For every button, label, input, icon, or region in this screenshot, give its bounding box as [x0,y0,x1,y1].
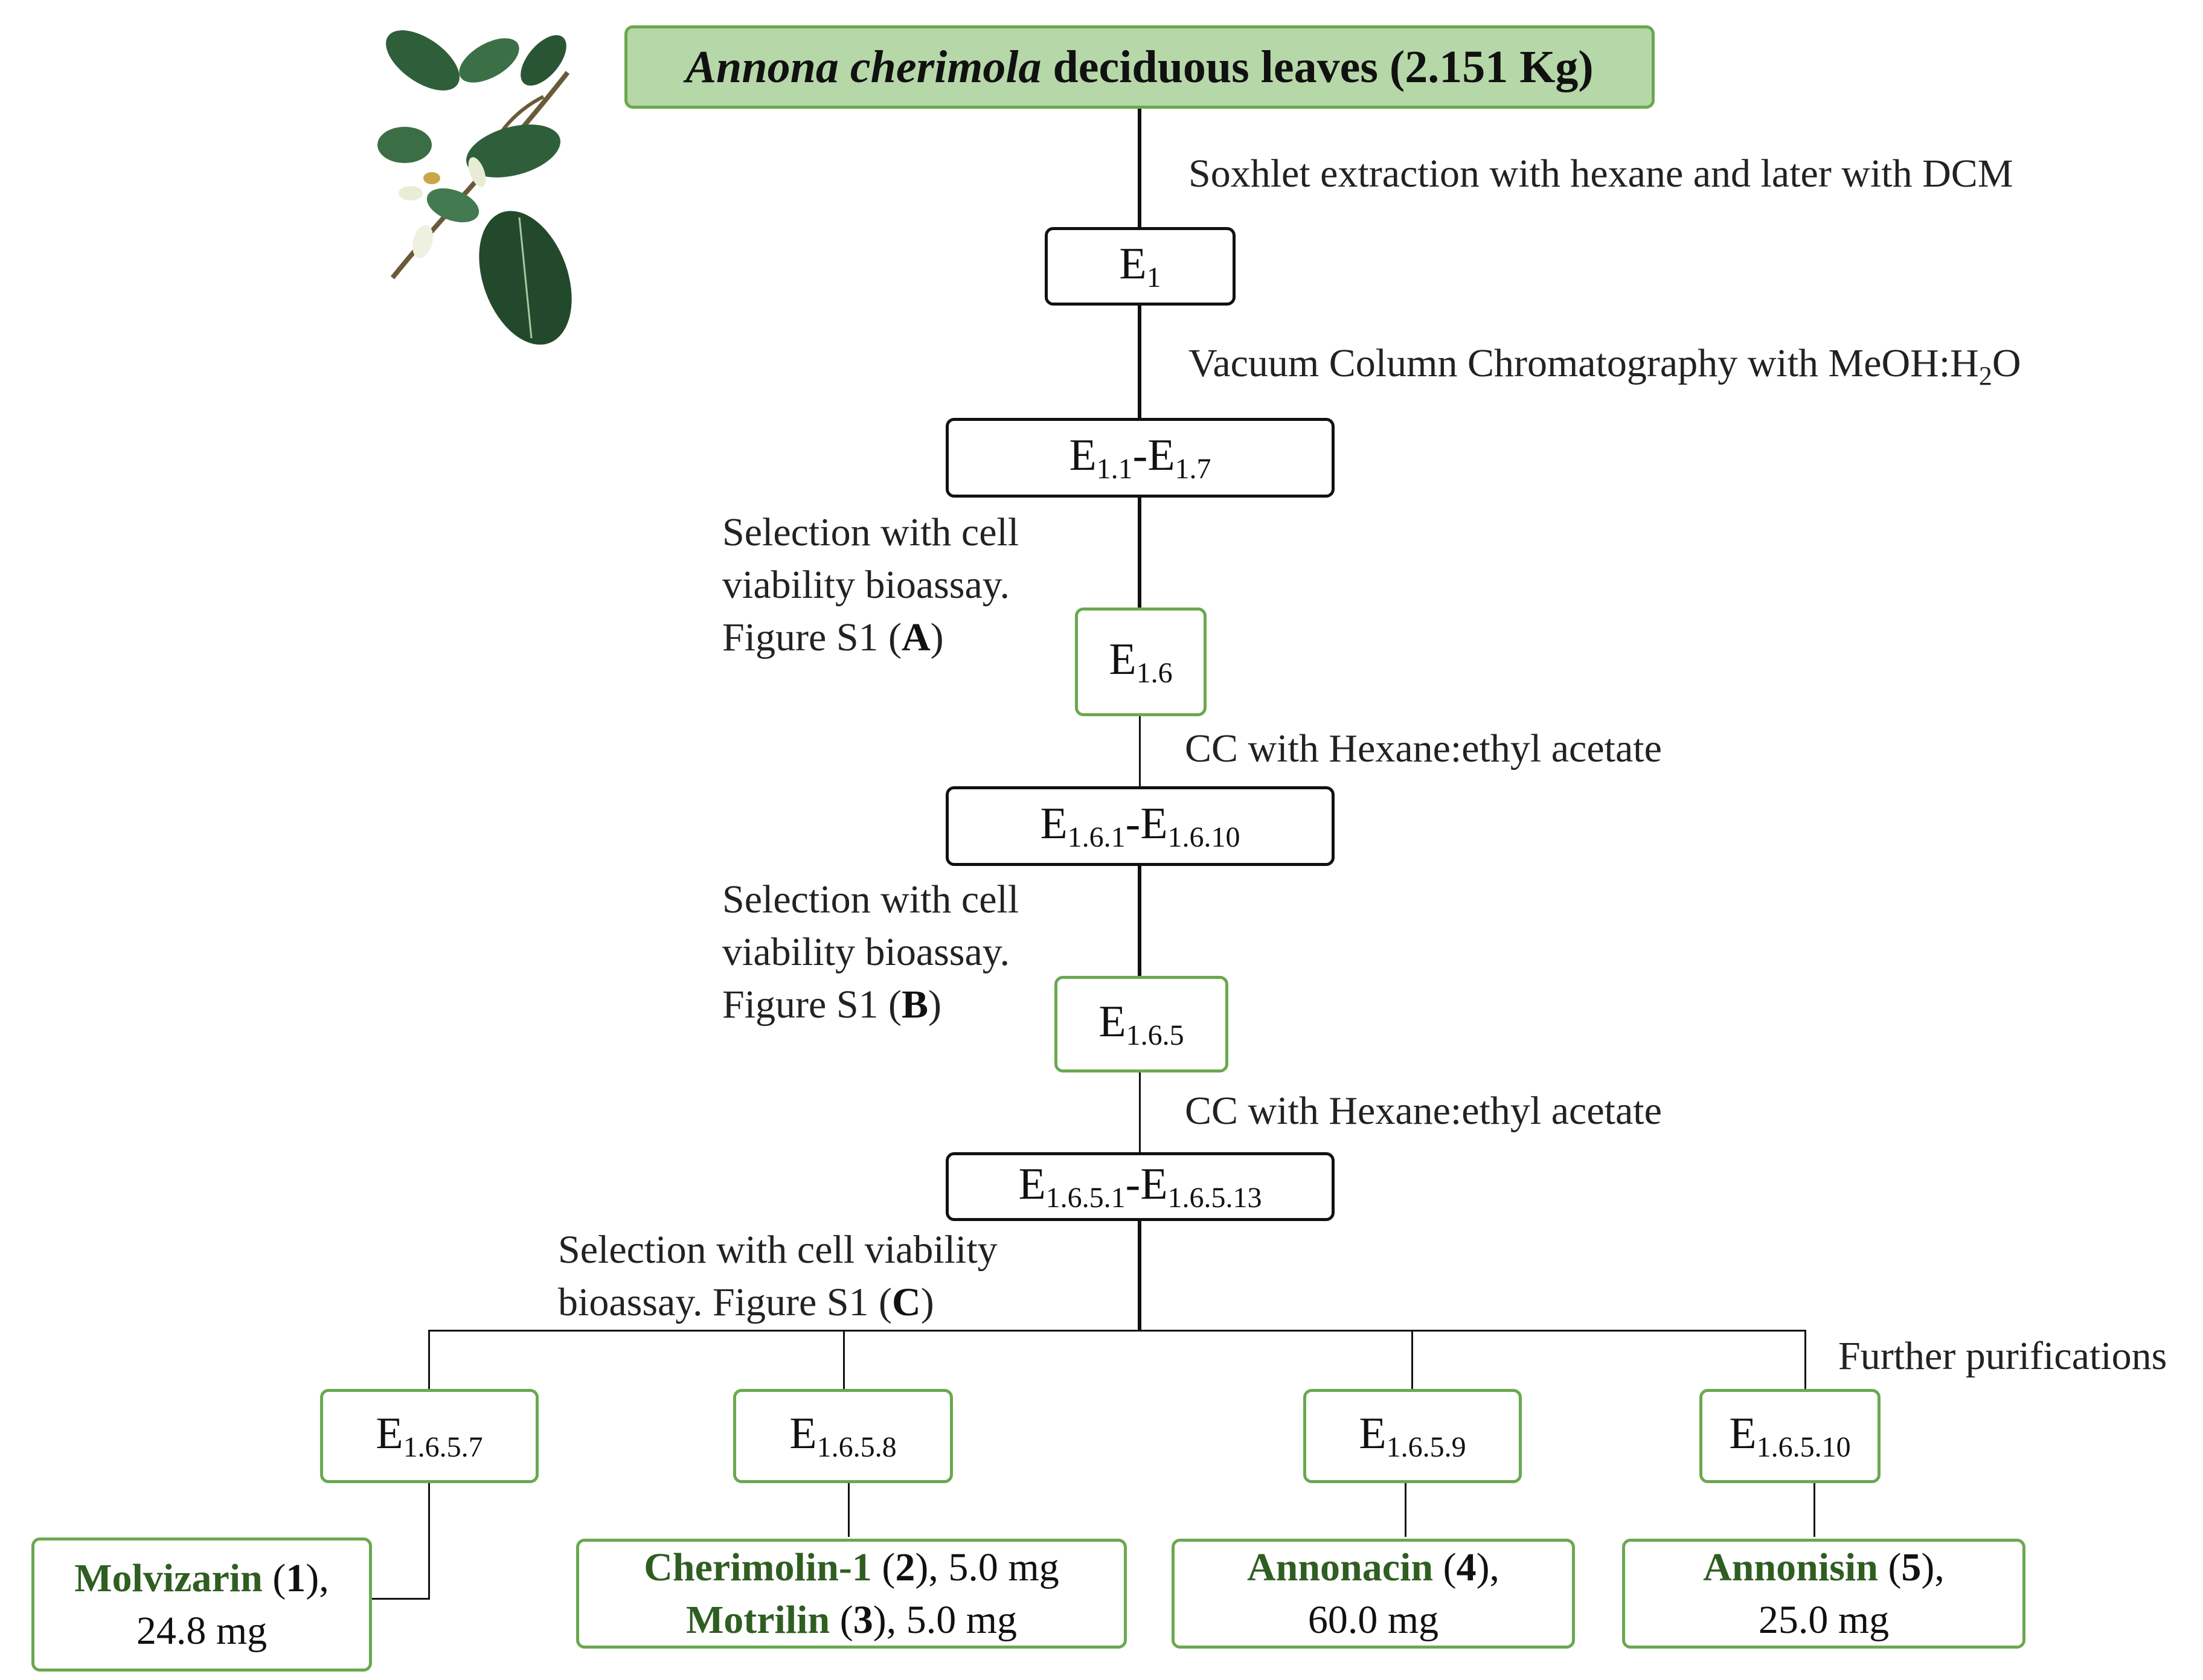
selection-label-a: Selection with cell viability bioassay. … [722,510,1019,660]
step-label-vcc: Vacuum Column Chromatography with MeOH:H… [1188,341,2021,391]
source-material-box: Annona cherimola deciduous leaves (2.151… [624,25,1655,109]
fraction-e1-6-5: E1.6.5 [1054,976,1228,1072]
source-description: deciduous leaves (2.151 Kg) [1053,41,1594,92]
fraction-e1-6-5-range: E1.6.5.1-E1.6.5.13 [946,1152,1335,1221]
compound-name: Annonacin [1246,1545,1434,1589]
fraction-e1-range: E1.1-E1.7 [946,418,1335,498]
compound-amount: 25.0 mg [1758,1598,1890,1642]
branch-line [1804,1330,1806,1390]
species-name: Annona cherimola [685,41,1042,92]
branch-line [428,1330,430,1390]
fraction-e1-6: E1.6 [1075,608,1207,716]
branch-line [1411,1330,1413,1390]
connector-line [1813,1483,1815,1537]
connector-line [1139,1072,1141,1153]
fraction-e1-6-range: E1.6.1-E1.6.10 [946,786,1335,866]
fraction-e1-6-5-8: E1.6.5.8 [733,1389,953,1483]
compound-name: Annonisin [1703,1545,1878,1589]
fraction-e1-6-5-10: E1.6.5.10 [1699,1389,1881,1483]
compound-box-annonisin: Annonisin (5), 25.0 mg [1622,1539,2025,1649]
connector-line [1138,496,1141,608]
selection-label-b: Selection with cell viability bioassay. … [722,877,1019,1027]
compound-name: Cherimolin-1 [644,1545,872,1589]
compound-box-annonacin: Annonacin (4), 60.0 mg [1172,1539,1575,1649]
connector-line [370,1598,430,1600]
compound-box-molvizarin: Molvizarin (1), 24.8 mg [31,1537,372,1672]
compound-name: Molvizarin [74,1556,263,1600]
step-label-soxhlet: Soxhlet extraction with hexane and later… [1188,152,2013,196]
connector-line [848,1483,850,1537]
compound-box-cherimolin-motrilin: Cherimolin-1 (2), 5.0 mg Motrilin (3), 5… [576,1539,1127,1649]
fraction-e1-6-5-7: E1.6.5.7 [320,1389,539,1483]
connector-line [1138,305,1141,418]
step-label-cc-1: CC with Hexane:ethyl acetate [1185,726,1662,771]
compound-amount: 60.0 mg [1307,1598,1439,1642]
compound-amount: 5.0 mg [948,1545,1059,1589]
compound-amount: 5.0 mg [906,1598,1018,1642]
compound-name: Motrilin [685,1598,830,1642]
connector-line [1138,1220,1141,1331]
step-label-further: Further purifications [1838,1334,2167,1378]
compound-amount: 24.8 mg [136,1609,268,1653]
step-label-cc-2: CC with Hexane:ethyl acetate [1185,1089,1662,1133]
connector-line [1139,716,1141,787]
fraction-e1-6-5-9: E1.6.5.9 [1303,1389,1522,1483]
fraction-e1: E1 [1045,227,1236,306]
connector-line [1138,865,1141,976]
connector-line [428,1483,430,1600]
selection-label-c: Selection with cell viability bioassay. … [558,1228,998,1325]
branch-line [843,1330,845,1390]
connector-line [1405,1483,1406,1537]
branch-line [428,1330,1806,1332]
connector-line [1138,109,1141,227]
plant-illustration [377,30,572,345]
